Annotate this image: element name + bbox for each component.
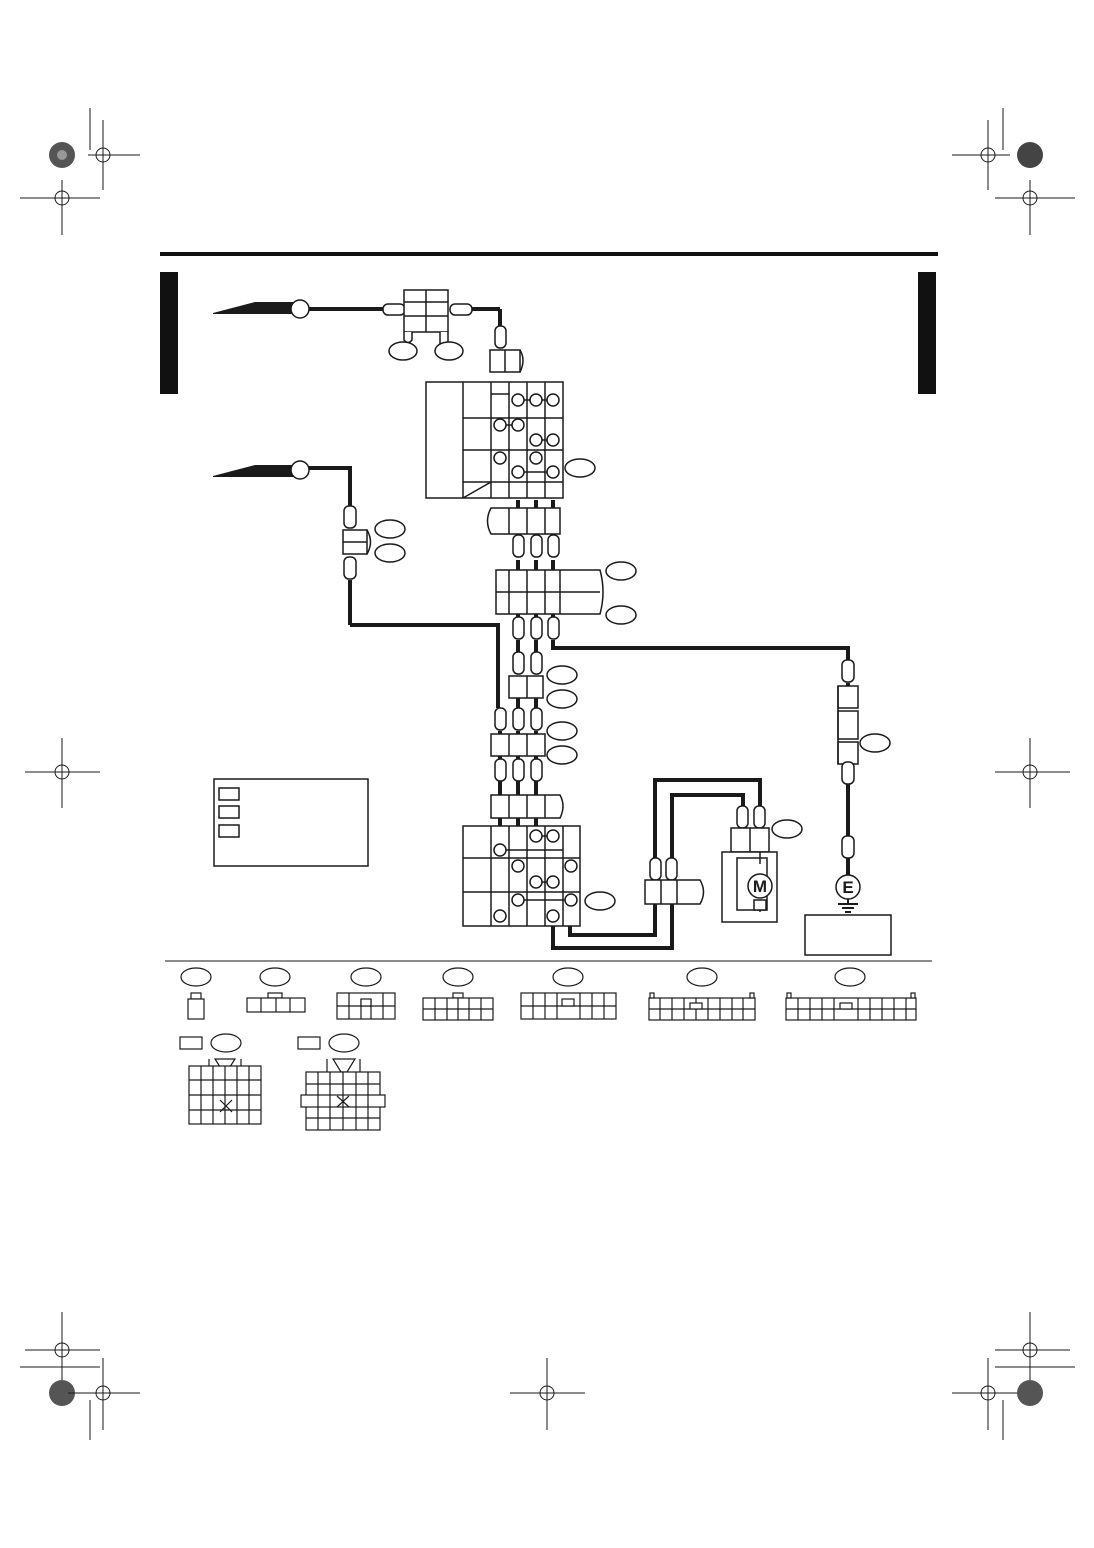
inline-fuse-right xyxy=(449,303,473,316)
connector-id-bubble xyxy=(546,721,578,741)
switch-box-top xyxy=(425,381,596,499)
connector-id-bubble xyxy=(584,891,616,911)
registration-mark-bottom-left xyxy=(20,1312,140,1440)
registration-mark-bottom-center xyxy=(510,1358,585,1430)
legend-swatch xyxy=(218,824,240,838)
connector-id-bubble xyxy=(350,967,382,987)
inline-connector-left xyxy=(290,460,406,580)
connector-stack xyxy=(486,507,637,819)
connector-id-bubble xyxy=(546,665,578,685)
connector-faces xyxy=(179,967,917,1131)
motor-label: M xyxy=(753,877,767,896)
ground-label: E xyxy=(842,878,853,897)
connector-id-bubble xyxy=(442,967,474,987)
side-tab-right xyxy=(918,272,936,394)
connector-id-bubble xyxy=(605,561,637,581)
ground-branch: E xyxy=(804,659,892,956)
legend-box xyxy=(213,778,369,867)
connector-id-bubble xyxy=(859,733,891,753)
splice-point xyxy=(290,299,310,319)
connector-id-bubble xyxy=(374,519,406,539)
legend-swatch xyxy=(218,805,240,819)
side-tab-left xyxy=(160,272,178,394)
connector-id-bubble xyxy=(434,341,464,361)
connector-id-bubble xyxy=(180,967,212,987)
legend-swatch xyxy=(218,787,240,801)
switch-box-lower xyxy=(462,825,616,927)
registration-mark-mid-right xyxy=(995,738,1070,808)
connector-id-bubble xyxy=(210,1033,242,1053)
registration-mark-top-left xyxy=(20,108,140,235)
motor-wires xyxy=(551,778,762,950)
connector-id-bubble xyxy=(834,967,866,987)
connector-id-bubble xyxy=(374,543,406,563)
inline-fuse-left xyxy=(382,303,406,316)
connector-id-bubble xyxy=(546,745,578,765)
registration-marks xyxy=(20,108,1075,1440)
connector-id-bubble xyxy=(328,1033,360,1053)
connector-id-bubble xyxy=(259,967,291,987)
connector-id-bubble xyxy=(388,341,418,361)
feed-wedge-second xyxy=(213,465,300,477)
feed-wedge-top xyxy=(213,302,300,314)
connector-id-bubble xyxy=(564,458,596,478)
connector-id-bubble xyxy=(546,689,578,709)
splice-point xyxy=(290,460,310,480)
registration-mark-mid-left xyxy=(25,738,100,808)
registration-mark-bottom-right xyxy=(952,1312,1075,1440)
connector-id-bubble xyxy=(605,605,637,625)
terminal xyxy=(494,325,507,349)
top-feed-devices xyxy=(290,289,524,373)
ground-location-box xyxy=(804,914,892,956)
registration-mark-top-right xyxy=(952,108,1075,235)
motor-assembly: M xyxy=(644,805,803,923)
connector-id-bubble xyxy=(552,967,584,987)
motor-symbol xyxy=(747,873,773,899)
legend-swatch xyxy=(297,1036,321,1050)
legend-swatch xyxy=(179,1036,203,1050)
wires xyxy=(213,302,850,875)
connector-id-bubble xyxy=(771,819,803,839)
connector-id-bubble xyxy=(686,967,718,987)
